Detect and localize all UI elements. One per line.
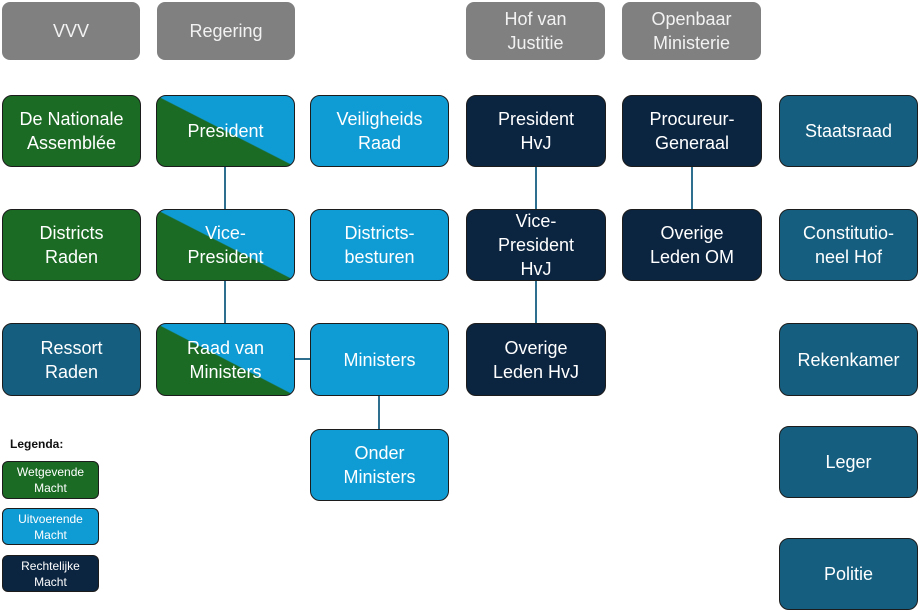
header-hof-van-justitie: Hof van Justitie: [466, 2, 605, 60]
node-nationale-assemblee: De Nationale Assemblée: [2, 95, 141, 167]
node-overige-leden-hvj: Overige Leden HvJ: [466, 323, 606, 396]
node-raad-van-ministers-label: Raad van Ministers: [186, 337, 265, 382]
node-districts-raden: Districts Raden: [2, 209, 141, 281]
connector-vicepresident-raad: [224, 281, 226, 323]
node-president-hvj-label: President HvJ: [497, 109, 575, 153]
connector-ministers-onderministers: [378, 396, 380, 430]
node-districtsbesturen: Districts- besturen: [310, 209, 449, 281]
node-overige-leden-om: Overige Leden OM: [622, 209, 762, 281]
node-staatsraad-label: Staatsraad: [804, 121, 893, 141]
legend-title: Legenda:: [10, 437, 64, 451]
header-regering: Regering: [157, 2, 295, 60]
node-procureur-generaal-label: Procureur- Generaal: [649, 109, 735, 153]
node-constitutioneel-hof-label: Constitutio- neel Hof: [802, 223, 895, 267]
node-ministers-label: Ministers: [343, 349, 416, 370]
node-vice-president-hvj: Vice- President HvJ: [466, 209, 606, 281]
legend-item-rechtelijke: Rechtelijke Macht: [2, 555, 99, 592]
header-vvv-label: VVV: [52, 21, 90, 41]
node-vice-president: Vice- President: [156, 209, 295, 281]
node-president-hvj: President HvJ: [466, 95, 606, 167]
legend-item-uitvoerende: Uitvoerende Macht: [2, 508, 99, 545]
header-openbaar-ministerie: Openbaar Ministerie: [622, 2, 761, 60]
node-districts-raden-label: Districts Raden: [39, 223, 104, 267]
node-vice-president-hvj-label: Vice- President HvJ: [497, 211, 575, 279]
node-president-label: President: [187, 121, 264, 141]
node-veiligheids-raad-label: Veiligheids Raad: [336, 109, 423, 153]
node-ressort-raden: Ressort Raden: [2, 323, 141, 396]
legend-item-wetgevende: Wetgevende Macht: [2, 461, 99, 499]
header-vvv: VVV: [2, 2, 140, 60]
node-nationale-assemblee-label: De Nationale Assemblée: [19, 109, 124, 153]
header-hof-van-justitie-label: Hof van Justitie: [504, 9, 567, 53]
node-vice-president-label: Vice- President: [187, 223, 264, 267]
node-raad-van-ministers: Raad van Ministers: [156, 323, 295, 396]
connector-procureur-overigeom: [691, 167, 693, 209]
node-rekenkamer-label: Rekenkamer: [797, 349, 900, 370]
node-leger-label: Leger: [825, 452, 872, 472]
connector-president-vicepresident: [224, 167, 226, 209]
node-overige-leden-om-label: Overige Leden OM: [649, 223, 735, 267]
node-ressort-raden-label: Ressort Raden: [40, 337, 103, 382]
node-onder-ministers: Onder Ministers: [310, 429, 449, 501]
node-districtsbesturen-label: Districts- besturen: [344, 223, 415, 267]
connector-raad-ministers: [294, 358, 310, 360]
header-regering-label: Regering: [189, 21, 263, 41]
connector-presidenthvj-vicepresidenthvj: [535, 167, 537, 209]
node-politie: Politie: [779, 538, 918, 610]
node-ministers: Ministers: [310, 323, 449, 396]
node-rekenkamer: Rekenkamer: [779, 323, 918, 396]
connector-vicepresidenthvj-overigehvj: [535, 281, 537, 323]
node-leger: Leger: [779, 426, 918, 498]
node-veiligheids-raad: Veiligheids Raad: [310, 95, 449, 167]
node-onder-ministers-label: Onder Ministers: [343, 443, 416, 487]
node-constitutioneel-hof: Constitutio- neel Hof: [779, 209, 918, 281]
node-politie-label: Politie: [823, 564, 874, 584]
node-procureur-generaal: Procureur- Generaal: [622, 95, 762, 167]
node-staatsraad: Staatsraad: [779, 95, 918, 167]
node-overige-leden-hvj-label: Overige Leden HvJ: [492, 337, 580, 382]
header-openbaar-ministerie-label: Openbaar Ministerie: [651, 9, 732, 53]
node-president: President: [156, 95, 295, 167]
